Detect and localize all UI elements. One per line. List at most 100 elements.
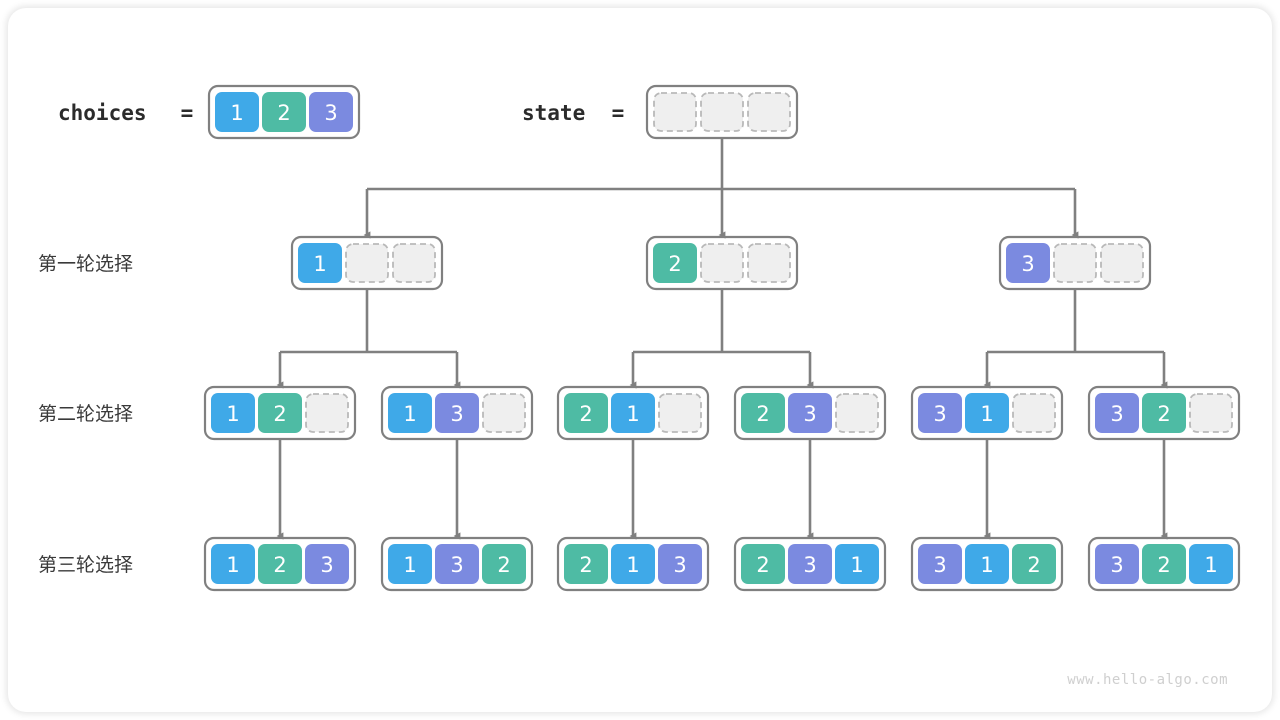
cell-filled: [211, 393, 255, 433]
group-outline: [556, 385, 710, 441]
cell-value: 1: [626, 402, 639, 426]
cell-filled: [1012, 544, 1056, 584]
group-outline: [1087, 536, 1241, 592]
cell-value: 2: [273, 402, 286, 426]
state-array-r1-g3: 3: [998, 235, 1152, 291]
state-array-r3-g3: 2 1 3: [556, 536, 710, 592]
cell-empty: [658, 393, 702, 433]
cell-value: 3: [803, 553, 816, 577]
cell-value: 1: [980, 553, 993, 577]
cell-value: 2: [1157, 553, 1170, 577]
group-outline: [910, 385, 1064, 441]
cell-filled: [215, 92, 259, 132]
row-label-1: 第一轮选择: [38, 253, 133, 275]
state-array-r3-g6: 3 2 1: [1087, 536, 1241, 592]
cell-value: 1: [626, 553, 639, 577]
cell-filled: [564, 393, 608, 433]
cell-empty: [700, 92, 744, 132]
cell-value: 2: [1157, 402, 1170, 426]
cell-value: 1: [850, 553, 863, 577]
group-outline: [556, 536, 710, 592]
cell-filled: [918, 393, 962, 433]
group-outline: [645, 84, 799, 140]
cell-filled: [435, 393, 479, 433]
cell-value: 2: [497, 553, 510, 577]
cell-value: 3: [933, 402, 946, 426]
cell-empty: [747, 243, 791, 283]
group-outline: [290, 235, 444, 291]
cell-empty: [305, 393, 349, 433]
cell-filled: [658, 544, 702, 584]
group-outline: [910, 536, 1064, 592]
cell-value: 1: [1204, 553, 1217, 577]
choices-label: choices: [58, 101, 147, 125]
cell-filled: [388, 393, 432, 433]
state-label: state: [522, 101, 585, 125]
cell-filled: [741, 393, 785, 433]
state-array-r3-g2: 1 3 2: [380, 536, 534, 592]
cell-filled: [1095, 544, 1139, 584]
cell-filled: [965, 544, 1009, 584]
cell-empty: [1053, 243, 1097, 283]
cell-value: 3: [324, 101, 337, 125]
group-outline: [380, 536, 534, 592]
cell-empty: [392, 243, 436, 283]
cell-empty: [835, 393, 879, 433]
cell-filled: [1142, 544, 1186, 584]
cell-value: 3: [933, 553, 946, 577]
cell-empty: [700, 243, 744, 283]
cell-empty: [1012, 393, 1056, 433]
choices-equals: =: [181, 101, 194, 125]
tree-connectors: [276, 138, 1168, 540]
cell-value: 1: [226, 553, 239, 577]
cell-value: 1: [403, 402, 416, 426]
cell-value: 1: [403, 553, 416, 577]
group-outline: [733, 385, 887, 441]
group-outline: [998, 235, 1152, 291]
cell-filled: [1095, 393, 1139, 433]
cell-filled: [1189, 544, 1233, 584]
cell-value: 1: [313, 252, 326, 276]
cell-empty: [482, 393, 526, 433]
cell-filled: [788, 393, 832, 433]
cell-value: 1: [230, 101, 243, 125]
cell-value: 2: [579, 553, 592, 577]
group-outline: [645, 235, 799, 291]
cell-filled: [564, 544, 608, 584]
state-equals: =: [612, 101, 625, 125]
group-outline: [1087, 385, 1241, 441]
group-outline: [380, 385, 534, 441]
cell-filled: [918, 544, 962, 584]
row-label-2: 第二轮选择: [38, 403, 133, 425]
cell-value: 3: [673, 553, 686, 577]
cell-value: 3: [450, 553, 463, 577]
cell-filled: [309, 92, 353, 132]
cell-filled: [482, 544, 526, 584]
cell-filled: [1142, 393, 1186, 433]
cell-value: 3: [803, 402, 816, 426]
cell-filled: [611, 544, 655, 584]
cell-filled: [298, 243, 342, 283]
state-array-r1-g1: 1: [290, 235, 444, 291]
cell-filled: [262, 92, 306, 132]
cell-value: 3: [1110, 553, 1123, 577]
cell-filled: [741, 544, 785, 584]
cell-filled: [611, 393, 655, 433]
watermark-text: www.hello-algo.com: [1067, 672, 1228, 688]
group-outline: [203, 536, 357, 592]
cell-value: 3: [1021, 252, 1034, 276]
cell-filled: [388, 544, 432, 584]
cell-value: 2: [668, 252, 681, 276]
cell-value: 1: [980, 402, 993, 426]
cell-empty: [1100, 243, 1144, 283]
state-array-r1-g2: 2: [645, 235, 799, 291]
cell-empty: [1189, 393, 1233, 433]
